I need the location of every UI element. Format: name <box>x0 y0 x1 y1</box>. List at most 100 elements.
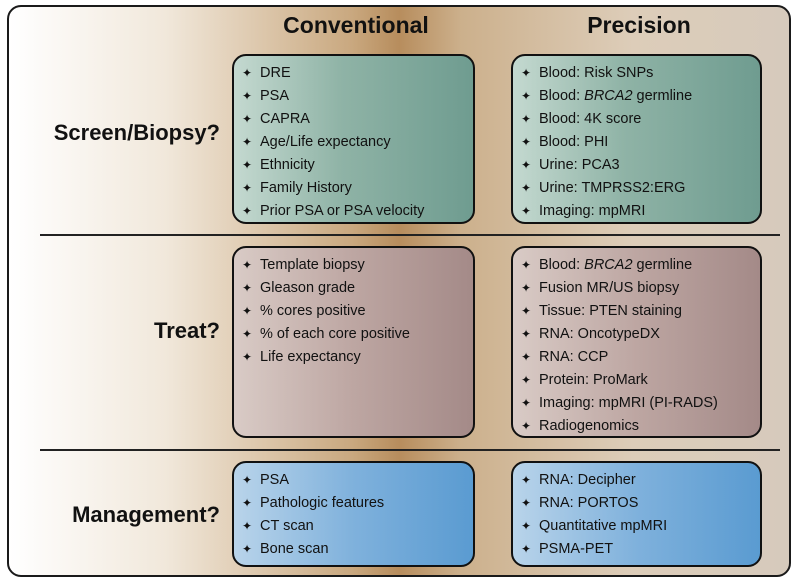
list-item-text: PSMA-PET <box>539 541 614 557</box>
list-item: ✦ Bone scan <box>242 538 465 561</box>
list-screen-conventional: ✦ DRE ✦ PSA ✦ CAPRA ✦Age/Life expectancy✦Ethni… <box>242 62 465 223</box>
list-item: ✦ Protein: ProMark <box>521 369 752 392</box>
list-item: ✦Template biopsy <box>242 254 465 277</box>
bullet-star-icon: ✦ <box>242 204 253 218</box>
bullet-star-icon: ✦ <box>242 135 253 149</box>
bullet-star-icon: ✦ <box>242 304 253 318</box>
list-item: ✦ Blood: Risk SNPs <box>521 62 752 85</box>
bullet-star-icon: ✦ <box>521 181 532 195</box>
bullet-star-icon: ✦ <box>521 112 532 126</box>
bullet-star-icon: ✦ <box>521 135 532 149</box>
list-item-text: Bone scan <box>260 541 329 557</box>
list-item-text: Blood: PHI <box>539 134 609 150</box>
list-item-text: CAPRA <box>260 111 310 127</box>
list-item: ✦Gleason grade <box>242 277 465 300</box>
bullet-star-icon: ✦ <box>521 89 532 103</box>
header-precision: Precision <box>587 12 691 38</box>
bullet-star-icon: ✦ <box>521 66 532 80</box>
bullet-star-icon: ✦ <box>242 112 253 126</box>
list-item-text: Urine: TMPRSS2:ERG <box>539 180 686 196</box>
bullet-star-icon: ✦ <box>521 350 532 364</box>
list-item-text: Tissue: PTEN staining <box>539 303 682 319</box>
list-item: ✦ DRE <box>242 62 465 85</box>
list-item-text: Urine: PCA3 <box>539 157 620 173</box>
box-treat-precision: ✦Blood: BRCA2 germline✦Fusion MR/US biop… <box>511 246 762 438</box>
list-item: ✦ Blood: 4K score <box>521 108 752 131</box>
list-item: ✦Age/Life expectancy <box>242 131 465 154</box>
list-item: ✦Ethnicity <box>242 154 465 177</box>
divider-2 <box>40 449 780 451</box>
divider-1 <box>40 234 780 236</box>
list-item: ✦ Tissue: PTEN staining <box>521 300 752 323</box>
list-item: ✦ RNA: Decipher <box>521 469 752 492</box>
bullet-star-icon: ✦ <box>242 473 253 487</box>
bullet-star-icon: ✦ <box>521 204 532 218</box>
list-item-text: Prior PSA or PSA velocity <box>260 203 425 219</box>
list-item-text: Template biopsy <box>260 257 365 273</box>
list-item: ✦ PSA <box>242 469 465 492</box>
bullet-star-icon: ✦ <box>521 419 532 433</box>
list-item: ✦ Prior PSA or PSA velocity <box>242 200 465 223</box>
list-item-text: PSA <box>260 88 290 104</box>
box-management-precision: ✦RNA: Decipher✦RNA: PORTOS✦Quantitative … <box>511 461 762 567</box>
bullet-star-icon: ✦ <box>521 542 532 556</box>
list-item-text: Blood: Risk SNPs <box>539 65 654 81</box>
bullet-star-icon: ✦ <box>242 542 253 556</box>
row-label-treat: Treat? <box>153 318 220 343</box>
list-item-text: Protein: ProMark <box>539 372 648 388</box>
list-management-conventional: ✦PSA✦Pathologic features✦CT scan✦Bone sc… <box>242 469 465 561</box>
bullet-star-icon: ✦ <box>242 66 253 80</box>
list-item-text: % of each core positive <box>260 326 410 342</box>
list-item: ✦ % cores positive <box>242 300 465 323</box>
list-item: ✦Imaging: mpMRI (PI-RADS) <box>521 392 752 415</box>
list-item: ✦ RNA: CCP <box>521 346 752 369</box>
list-item-text: CT scan <box>260 518 314 534</box>
box-screen-precision: ✦Blood: Risk SNPs✦Blood: BRCA2 germline✦… <box>511 54 762 224</box>
list-item: ✦ Fusion MR/US biopsy <box>521 277 752 300</box>
list-item: ✦% of each core positive <box>242 323 465 346</box>
list-item-text: Family History <box>260 180 352 196</box>
bullet-star-icon: ✦ <box>242 281 253 295</box>
list-item-text: Pathologic features <box>260 495 385 511</box>
bullet-star-icon: ✦ <box>521 281 532 295</box>
list-item: ✦Blood: BRCA2 germline <box>521 85 752 108</box>
list-item: ✦RNA: PORTOS <box>521 492 752 515</box>
bullet-star-icon: ✦ <box>521 473 532 487</box>
list-item: ✦ Radiogenomics <box>521 415 752 438</box>
bullet-star-icon: ✦ <box>242 181 253 195</box>
list-item: ✦ Family History <box>242 177 465 200</box>
box-treat-conventional: ✦Template biopsy✦Gleason grade✦% cores p… <box>232 246 475 438</box>
header-conventional: Conventional <box>283 12 429 38</box>
list-item-text: Imaging: mpMRI <box>539 203 646 219</box>
box-management-conventional: ✦PSA✦Pathologic features✦CT scan✦Bone sc… <box>232 461 475 567</box>
list-item: ✦Life expectancy <box>242 346 465 369</box>
list-item: ✦ RNA: OncotypeDX <box>521 323 752 346</box>
list-item: ✦ Pathologic features <box>242 492 465 515</box>
list-item-text: RNA: OncotypeDX <box>539 326 660 342</box>
list-item-text: RNA: Decipher <box>539 472 636 488</box>
bullet-star-icon: ✦ <box>521 158 532 172</box>
bullet-star-icon: ✦ <box>521 327 532 341</box>
list-item: ✦ PSMA-PET <box>521 538 752 561</box>
list-item-text: Radiogenomics <box>539 418 639 434</box>
list-item-text: % cores positive <box>260 303 366 319</box>
list-item-text: PSA <box>260 472 290 488</box>
bullet-star-icon: ✦ <box>242 496 253 510</box>
list-item-text: RNA: CCP <box>539 349 609 365</box>
list-item-text: Fusion MR/US biopsy <box>539 280 680 296</box>
row-label-screen: Screen/Biopsy? <box>53 120 220 145</box>
list-item-text: Blood: 4K score <box>539 111 642 127</box>
list-item: ✦ Blood: PHI <box>521 131 752 154</box>
bullet-star-icon: ✦ <box>521 373 532 387</box>
list-item-text: DRE <box>260 65 291 81</box>
list-item-text: RNA: PORTOS <box>539 495 639 511</box>
bullet-star-icon: ✦ <box>521 258 532 272</box>
bullet-star-icon: ✦ <box>521 304 532 318</box>
row-label-management: Management? <box>72 502 220 527</box>
list-item: ✦ Imaging: mpMRI <box>521 200 752 223</box>
bullet-star-icon: ✦ <box>242 350 253 364</box>
list-treat-precision: ✦Blood: BRCA2 germline✦Fusion MR/US biop… <box>521 254 752 438</box>
list-item: ✦ Urine: TMPRSS2:ERG <box>521 177 752 200</box>
list-item: ✦ Urine: PCA3 <box>521 154 752 177</box>
list-item: ✦ CAPRA <box>242 108 465 131</box>
